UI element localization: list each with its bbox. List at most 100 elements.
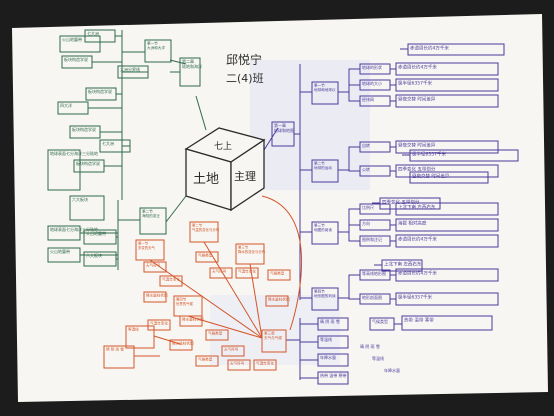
purple-note-1-2-label: 极半径6357千米 [398, 80, 432, 87]
purple-lower-item-1-box [317, 317, 349, 331]
purple-root-label: 第一章 [274, 122, 286, 128]
purple-note-4-2-box [395, 292, 499, 306]
purple-item-3-1-label: 比例尺 [362, 204, 374, 210]
green-note-2-label: 六大板块 [72, 196, 88, 202]
purple-lower-note-2: 等温线 [372, 355, 384, 361]
purple-section-2-label: 地球的运动 [314, 165, 332, 170]
purple-item-3-2-box [359, 219, 391, 231]
purple-extra-note-5-box [381, 259, 423, 272]
cube-to-purple-line [263, 127, 279, 151]
purple-item-4-2-box [359, 293, 391, 305]
purple-item-2-2-box [359, 165, 391, 177]
orange-root-box [261, 329, 287, 353]
orange-item-10-label: 气温年变化 [150, 321, 168, 326]
purple-section-2-box [311, 159, 339, 183]
green-note-3-label: 火山地震带 [62, 36, 82, 42]
green-section-1-box [144, 39, 172, 63]
green-item-b-3-box [83, 251, 117, 267]
green-section-2-label: 海陆的变迁 [142, 213, 160, 218]
purple-extra-note-3-box [409, 171, 489, 184]
purple-lower-item-4-label: 热带 温带 寒带 [320, 372, 347, 378]
cube-left-label: 土地 [193, 172, 219, 187]
purple-section-3-box [311, 221, 339, 245]
green-item-8-label: 板块构造学说 [76, 160, 100, 166]
purple-section-2-label: 第二节 [314, 161, 325, 166]
orange-item-11-box [169, 339, 193, 351]
cube-to-green-line [195, 95, 207, 131]
orange-item-6-label: 气温年变化 [238, 269, 256, 274]
purple-item-4-1-box [359, 269, 391, 281]
purple-item-1-1-label: 地球的形状 [362, 64, 382, 70]
green-item-b-3-label: 六大板块 [86, 252, 102, 258]
orange-item-12-box [195, 355, 219, 367]
green-section-1-label: 第一节 [147, 41, 158, 46]
orange-item-13-label: 天气符号 [230, 361, 245, 366]
purple-lower-item-2-box [317, 335, 349, 349]
purple-note-4-2-label: 极半径6357千米 [398, 294, 432, 301]
orange-section-2-label: 气温的变化与分布 [192, 227, 220, 232]
purple-item-1-2-label: 地球的大小 [362, 80, 382, 86]
cube-top-label: 七上 [214, 141, 232, 152]
watermark-wash [250, 60, 370, 190]
purple-item-1-3-box [359, 95, 391, 107]
purple-section-3-label: 第三节 [314, 223, 325, 228]
purple-note-2-2-box [395, 164, 499, 178]
connector-line [338, 297, 360, 300]
purple-section-4-label: 地形图的判读 [314, 293, 336, 298]
green-item-b-1-box [83, 229, 117, 245]
orange-item-12-label: 气候类型 [198, 357, 213, 362]
author-class: 二(4)班 [226, 72, 264, 85]
purple-note-1-3-box [395, 94, 499, 108]
purple-section-4-label: 第四节 [314, 289, 325, 294]
orange-item-3-box [143, 291, 167, 303]
green-item-b-4-box [47, 247, 81, 263]
orange-item-5-label: 天气符号 [212, 269, 227, 274]
orange-item-3-label: 降水量柱状图 [146, 293, 168, 298]
green-root-label: 陆地和海洋 [182, 63, 202, 69]
orange-note-2-label: 等温线 [128, 327, 139, 332]
connector-line [187, 315, 263, 339]
orange-item-8-label: 气候类型 [208, 331, 223, 336]
orange-item-2-box [159, 275, 183, 287]
purple-item-2-1-label: 自转 [362, 142, 370, 148]
purple-lower-item-1-label: 晴 阴 雨 雪 [320, 318, 340, 324]
purple-item-1-3-label: 经纬网 [362, 96, 374, 102]
purple-item-4-1-label: 等高线地形图 [362, 270, 386, 276]
purple-lower-title-label: 气候类型 [372, 318, 388, 324]
green-item-b-4-label: 火山地震带 [50, 248, 70, 254]
purple-lower-title-box [369, 317, 395, 331]
orange-section-4-label: 第四节 [176, 296, 187, 301]
green-section-2-label: 第二节 [142, 209, 153, 214]
green-section-1-label: 大洲和大洋 [147, 45, 165, 50]
green-note-1-label: 地球表面七分海洋三分陆地 [50, 150, 98, 156]
purple-section-4-box [311, 287, 339, 311]
orange-item-8-box [205, 329, 229, 341]
orange-item-13-box [227, 359, 251, 371]
purple-note-1-1-label: 赤道周长约4万千米 [398, 64, 437, 71]
orange-item-4-label: 气候类型 [198, 253, 213, 258]
connector-line [149, 259, 263, 339]
orange-item-5-box [209, 267, 233, 279]
orange-root-label: 天气与气候 [264, 335, 282, 340]
purple-section-1-label: 第一节 [314, 83, 325, 88]
cube-right-face [230, 138, 265, 212]
orange-item-14-box [253, 359, 277, 371]
purple-note-1-2-box [395, 78, 499, 92]
orange-note-2-box [125, 325, 155, 349]
green-item-4-label: 板块构造学说 [88, 88, 112, 94]
purple-lower-note-1: 晴 阴 雨 雪 [360, 343, 380, 349]
orange-item-9-label: 天气符号 [224, 347, 239, 352]
orange-section-2-box [189, 221, 219, 243]
orange-item-7-box [179, 315, 203, 327]
orange-section-3-box [235, 243, 265, 265]
purple-extra-note-4-box [379, 197, 441, 210]
purple-item-3-3-box [359, 235, 391, 247]
green-root-box [179, 57, 201, 87]
orange-section-2-label: 第二节 [192, 222, 203, 227]
purple-extra-note-1-label: 赤道周长约4万千米 [410, 45, 449, 52]
green-item-6-label: 板块构造学说 [72, 126, 96, 132]
orange-item-4-box [195, 251, 219, 263]
center-cube: 七上 土地 主理 [184, 127, 266, 212]
